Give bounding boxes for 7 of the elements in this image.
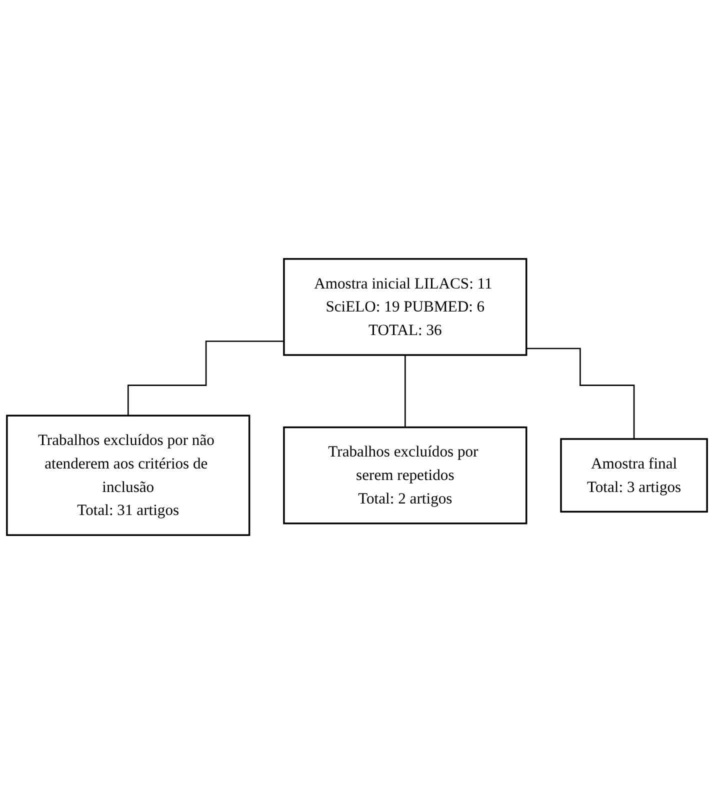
node-box: Amostra inicial LILACS: 11 SciELO: 19 PUBMED: 6 TOTAL: 36 — [283, 258, 528, 356]
node-box: Trabalhos excluídos por não atenderem aos critérios de inclusão Total: 31 artigos — [6, 414, 250, 536]
node-box: Trabalhos excluídos por serem repetidos Total: 2 artigos — [283, 426, 528, 524]
connector — [526, 348, 635, 440]
connector — [127, 340, 284, 416]
connector — [404, 354, 406, 428]
node-box: Amostra final Total: 3 artigos — [560, 438, 708, 513]
